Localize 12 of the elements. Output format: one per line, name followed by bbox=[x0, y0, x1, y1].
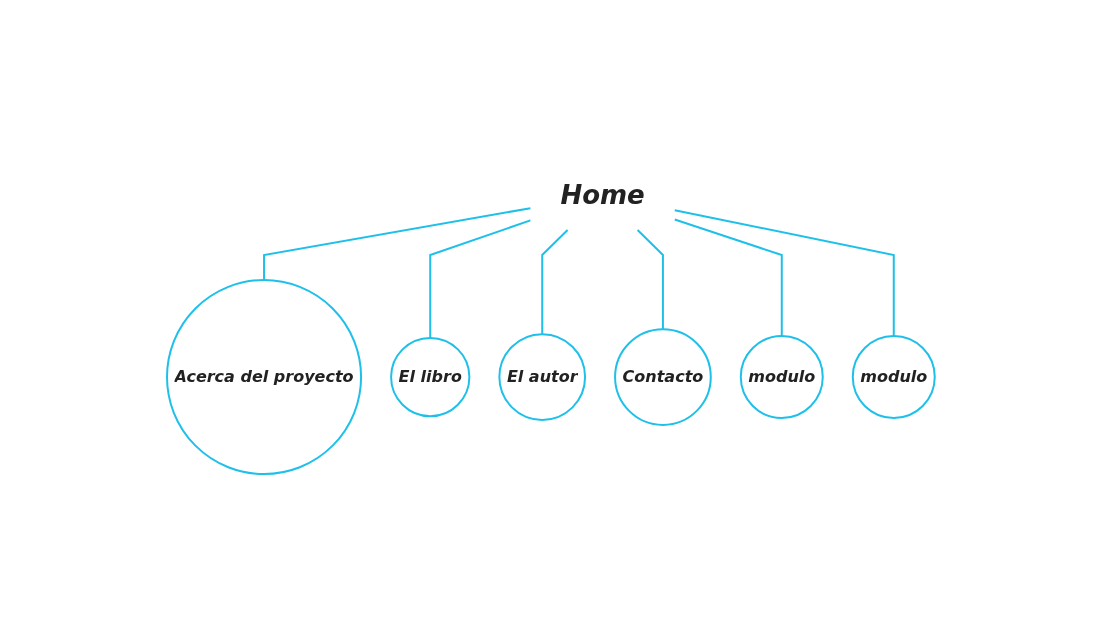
connector bbox=[636, 229, 665, 331]
connector bbox=[263, 207, 532, 282]
node-circle: El autor bbox=[498, 333, 587, 422]
node-text: Home bbox=[560, 180, 645, 211]
node-circle: Contacto bbox=[614, 328, 712, 427]
connector bbox=[673, 209, 895, 338]
connector bbox=[541, 229, 569, 336]
connector bbox=[673, 218, 783, 338]
node-circle: El libro bbox=[390, 337, 471, 418]
node-circle: modulo bbox=[739, 335, 824, 420]
connector bbox=[429, 219, 532, 340]
node-circle: modulo bbox=[851, 335, 936, 420]
